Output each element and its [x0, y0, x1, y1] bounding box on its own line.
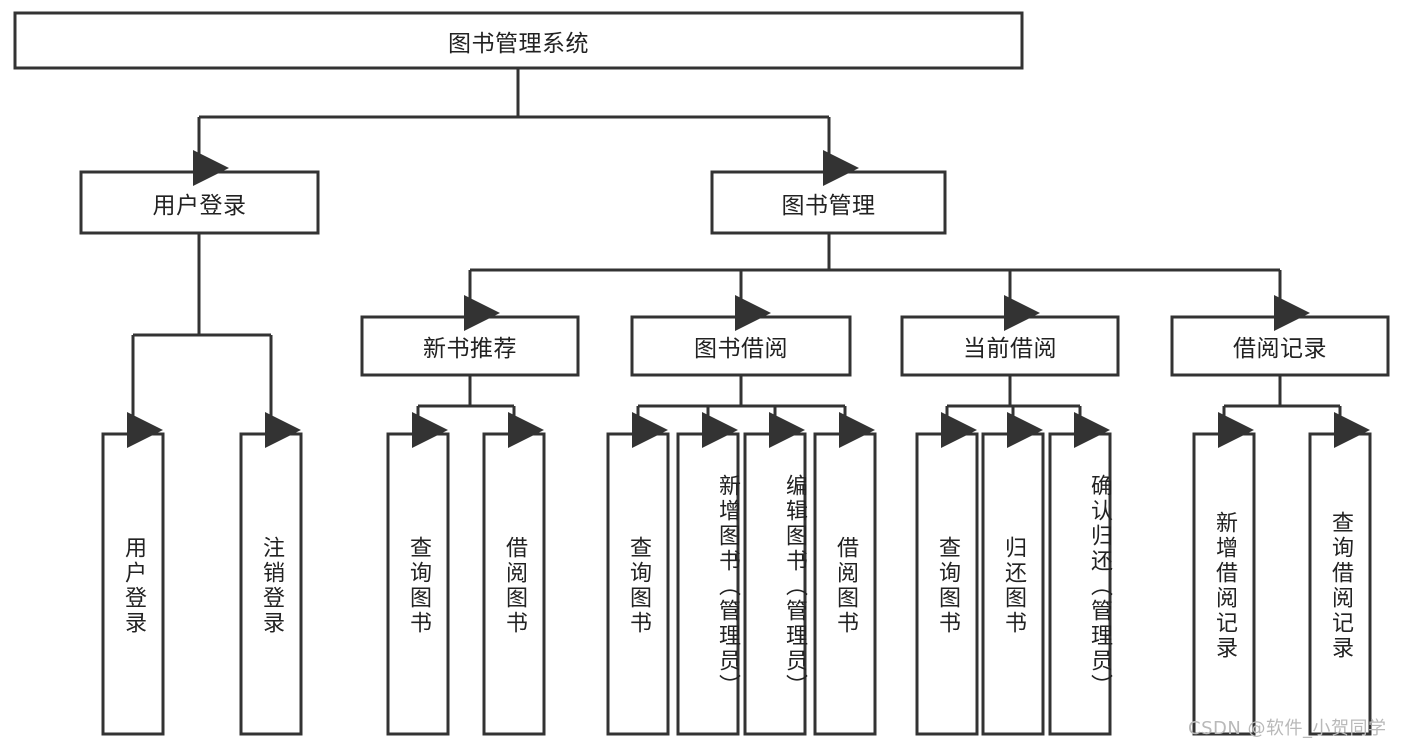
leaf-edit-book-admin-box[interactable] — [743, 432, 807, 736]
leaf-query-borrow-record-box[interactable] — [1308, 432, 1372, 736]
node-borrow-record-box[interactable] — [1170, 315, 1390, 377]
node-book-borrow-box[interactable] — [630, 315, 852, 377]
leaf-add-book-admin-box[interactable] — [676, 432, 740, 736]
leaf-logout-login-box[interactable] — [239, 432, 303, 736]
node-root-box[interactable] — [13, 11, 1024, 70]
leaf-query-book-recommend-box[interactable] — [386, 432, 450, 736]
node-book-management-box[interactable] — [710, 170, 947, 235]
leaf-user-login-box[interactable] — [101, 432, 165, 736]
leaf-query-book-borrow-box[interactable] — [606, 432, 670, 736]
node-current-borrow-box[interactable] — [900, 315, 1120, 377]
leaf-query-book-current-box[interactable] — [915, 432, 979, 736]
leaf-borrow-book-box[interactable] — [813, 432, 877, 736]
node-new-book-recommend-box[interactable] — [360, 315, 580, 377]
leaf-borrow-book-recommend-box[interactable] — [482, 432, 546, 736]
node-user-login-box[interactable] — [79, 170, 320, 235]
leaf-add-borrow-record-box[interactable] — [1192, 432, 1256, 736]
leaf-confirm-return-admin-box[interactable] — [1048, 432, 1112, 736]
leaf-return-book-box[interactable] — [981, 432, 1045, 736]
csdn-watermark: CSDN @软件_小贺同学 — [1188, 718, 1387, 739]
